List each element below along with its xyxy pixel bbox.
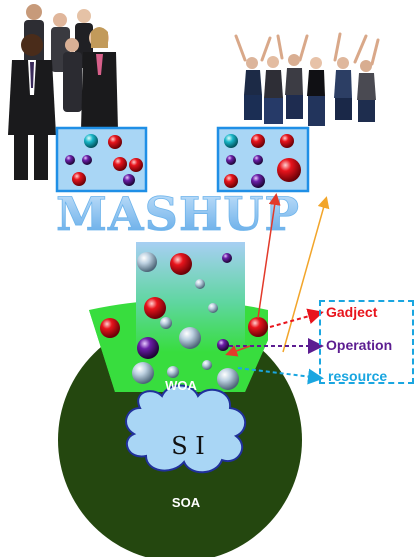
sphere-widget	[108, 135, 122, 149]
sphere-widget	[170, 253, 192, 275]
sphere-widget	[222, 253, 232, 263]
sphere-widget	[224, 134, 238, 148]
woa-label: WOA	[165, 378, 197, 393]
sphere-widget	[123, 174, 135, 186]
sphere-widget	[248, 317, 268, 337]
left-mashup-panel	[55, 126, 148, 193]
mashup-title: MASHUP	[56, 187, 300, 242]
si-cloud	[125, 384, 246, 474]
sphere-widget	[132, 362, 154, 384]
sphere-widget	[144, 297, 166, 319]
sphere-widget	[72, 172, 86, 186]
sphere-widget	[65, 155, 75, 165]
sphere-widget	[251, 134, 265, 148]
sphere-widget	[84, 134, 98, 148]
legend-operation: Operation	[326, 337, 393, 353]
business-people-group	[8, 4, 118, 180]
soa-label: SOA	[172, 495, 201, 510]
si-label: S I	[171, 432, 205, 460]
sphere-widget	[100, 318, 120, 338]
sphere-widget	[202, 360, 212, 370]
sphere-widget	[251, 174, 265, 188]
sphere-widget	[195, 279, 205, 289]
legend-gadject: Gadject	[326, 304, 378, 320]
legend-resource: resource	[328, 368, 388, 384]
legend-arrows	[225, 308, 324, 385]
woa-spheres	[100, 252, 268, 390]
sphere-widget	[179, 327, 201, 349]
sphere-widget	[113, 157, 127, 171]
sphere-widget	[253, 155, 263, 165]
sphere-widget	[129, 158, 143, 172]
sphere-widget	[224, 174, 238, 188]
sphere-widget	[82, 155, 92, 165]
sphere-widget	[167, 366, 179, 378]
jumping-young-people-group	[234, 32, 380, 126]
right-mashup-panel	[216, 126, 310, 193]
sphere-widget	[280, 134, 294, 148]
sphere-widget	[277, 158, 301, 182]
sphere-widget	[160, 317, 172, 329]
sphere-widget	[137, 337, 159, 359]
sphere-widget	[208, 303, 218, 313]
sphere-widget	[226, 155, 236, 165]
upward-arrows	[257, 193, 330, 353]
sphere-widget	[137, 252, 157, 272]
mashup-title-text: MASHUP	[56, 187, 300, 241]
sphere-widget	[217, 339, 229, 351]
sphere-widget	[217, 368, 239, 390]
legend-box	[319, 300, 414, 384]
